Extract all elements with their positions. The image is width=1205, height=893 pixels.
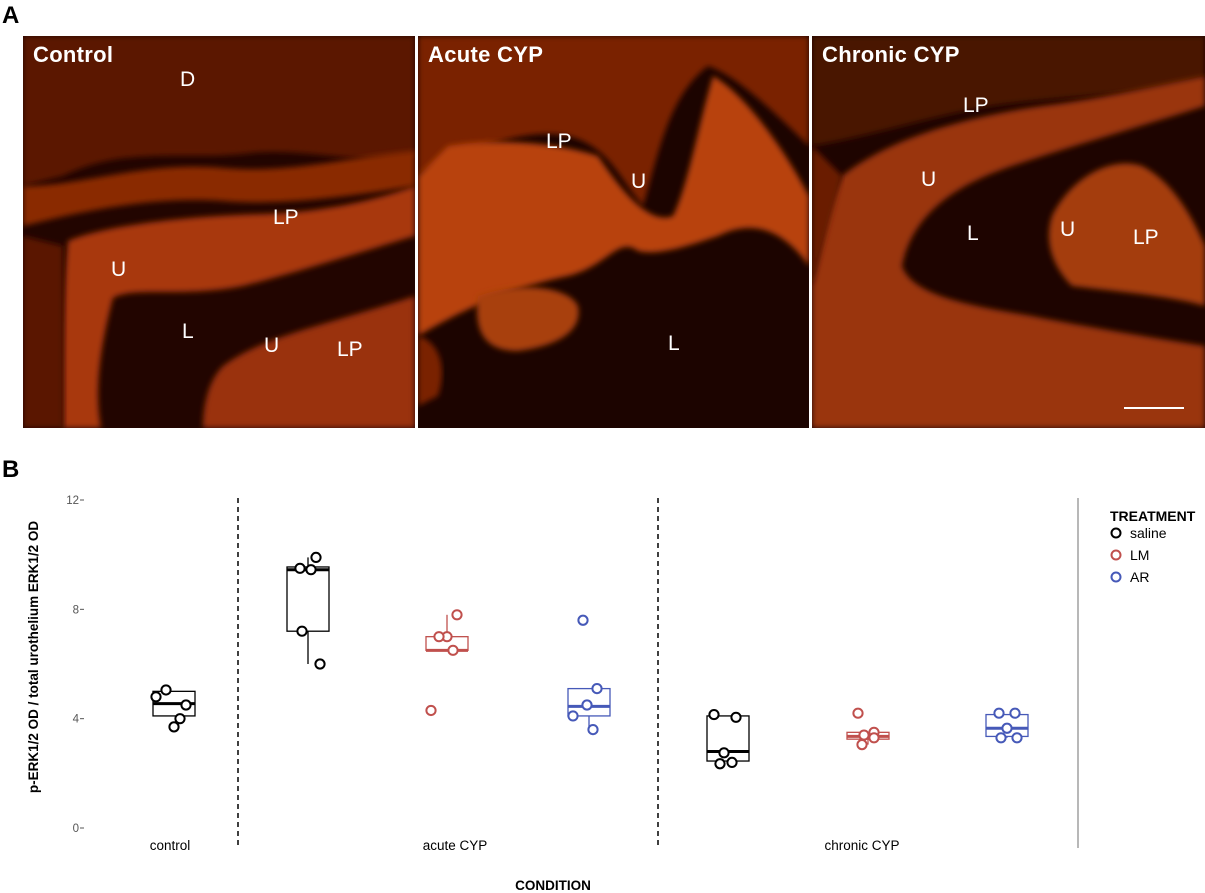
data-point <box>708 708 720 721</box>
data-point <box>310 551 322 564</box>
micrograph-chronic-cyp: Chronic CYP <box>812 36 1205 428</box>
data-point <box>858 729 870 741</box>
data-point <box>425 704 437 717</box>
box-ar <box>985 713 1029 738</box>
data-point <box>174 713 186 725</box>
axis-labels: p-ERK1/2 OD / total urothelium ERK1/2 OD… <box>26 521 591 893</box>
axes: 0 4 8 12 control acute CYP chronic CYP <box>66 495 1079 853</box>
tissue-drawing <box>23 36 415 428</box>
data-point <box>447 644 459 656</box>
tissue-drawing <box>418 36 809 428</box>
micrograph-title: Chronic CYP <box>822 42 960 67</box>
region-label-d: D <box>180 68 196 91</box>
y-tick-label: 0 <box>73 823 79 835</box>
tissue-drawing <box>812 36 1205 428</box>
y-tick-label: 4 <box>73 714 80 726</box>
region-label-l: L <box>967 222 979 245</box>
data-point <box>168 721 180 733</box>
data-point <box>587 724 599 736</box>
scale-bar <box>1124 407 1184 409</box>
data-point <box>451 609 463 621</box>
data-point <box>1011 732 1023 744</box>
region-label-u: U <box>631 170 647 193</box>
region-label-u: U <box>1060 218 1076 241</box>
data-point <box>852 707 864 719</box>
data-point <box>993 707 1005 719</box>
x-axis-label: CONDITION <box>515 878 591 893</box>
data-point <box>294 562 306 574</box>
box-ar <box>567 687 611 717</box>
legend-entry: saline <box>1130 525 1167 541</box>
micrograph-title: Acute CYP <box>428 42 544 67</box>
data-point <box>856 739 868 751</box>
data-point <box>1009 707 1021 719</box>
data-point <box>567 710 579 722</box>
boxplot-chart: 0 4 8 12 control acute CYP chronic CYP p-ERK1/… <box>26 495 1196 893</box>
legend-entry: LM <box>1130 547 1149 563</box>
box-saline <box>286 566 330 632</box>
region-label-lp: LP <box>273 206 299 229</box>
legend-entry: AR <box>1130 569 1149 585</box>
y-tick-label: 12 <box>66 495 79 507</box>
data-point <box>995 732 1007 744</box>
region-label-lp: LP <box>337 338 363 361</box>
micrograph-acute-cyp: Acute CYP <box>418 36 809 428</box>
legend-title: TREATMENT <box>1110 508 1196 524</box>
micrograph-control: Control <box>23 36 415 428</box>
data-point <box>296 625 308 637</box>
region-label-l: L <box>182 320 194 343</box>
legend-marker-ar <box>1110 571 1122 583</box>
y-axis-label: p-ERK1/2 OD / total urothelium ERK1/2 OD <box>26 521 41 794</box>
data-point <box>1001 722 1013 734</box>
data-point <box>581 699 593 711</box>
data-point <box>433 631 445 643</box>
data-point <box>577 614 589 626</box>
region-label-u: U <box>264 334 280 357</box>
data-point <box>160 684 172 696</box>
data-point <box>591 683 603 695</box>
region-label-l: L <box>668 332 680 355</box>
data-point <box>305 564 317 576</box>
data-point <box>868 732 880 744</box>
x-tick-label: chronic CYP <box>824 838 899 853</box>
y-tick-label: 8 <box>73 604 79 616</box>
region-label-lp: LP <box>1133 226 1159 249</box>
micrograph-title: Control <box>33 42 114 67</box>
data-point <box>718 747 730 759</box>
data-point <box>150 691 162 703</box>
panel-b-label: B <box>2 456 20 483</box>
data-point <box>726 756 738 768</box>
data-point <box>730 711 742 723</box>
data-point <box>314 658 326 670</box>
legend-marker-lm <box>1110 549 1122 561</box>
data-point <box>714 758 726 770</box>
data-points <box>150 551 1023 770</box>
region-label-u: U <box>921 168 937 191</box>
region-label-lp: LP <box>546 130 572 153</box>
x-tick-label: acute CYP <box>423 838 488 853</box>
legend-marker-saline <box>1110 527 1122 539</box>
region-label-u: U <box>111 258 127 281</box>
x-tick-label: control <box>150 838 191 853</box>
data-point <box>180 699 192 711</box>
panel-a-label: A <box>2 2 20 29</box>
region-label-lp: LP <box>963 94 989 117</box>
